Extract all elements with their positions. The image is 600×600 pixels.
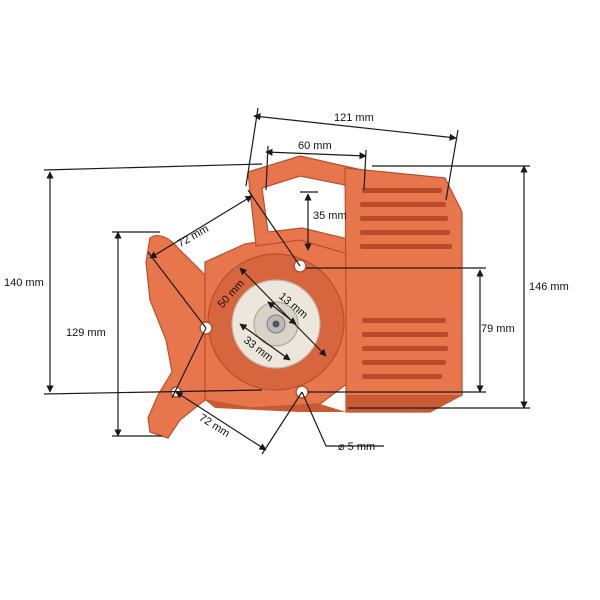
label-height-left-outer: 140 mm — [4, 277, 44, 289]
left-mounting-wing — [145, 235, 206, 439]
dimension-lines — [43, 107, 530, 455]
label-diag-upper: 72 mm — [176, 223, 211, 250]
label-width-top: 121 mm — [334, 112, 374, 124]
center-bore — [272, 320, 280, 328]
grille-box-shadow — [346, 395, 462, 412]
grille-slats — [360, 188, 452, 379]
label-width-inner: 60 mm — [298, 140, 332, 152]
label-hole-diameter: ⌀ 5 mm — [338, 441, 375, 453]
label-slot-height: 35 mm — [313, 210, 347, 222]
label-height-right-inner: 79 mm — [481, 323, 515, 335]
label-height-left-inner: 129 mm — [66, 327, 106, 339]
label-height-right-outer: 146 mm — [529, 281, 569, 293]
